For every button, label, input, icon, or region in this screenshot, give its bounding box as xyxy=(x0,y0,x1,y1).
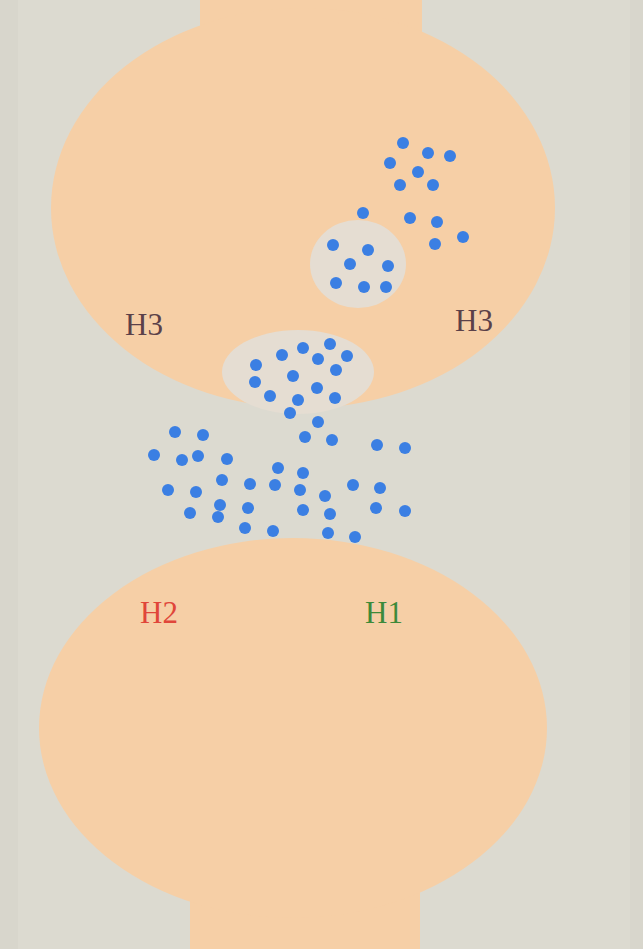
histamine-dot xyxy=(431,216,443,228)
histamine-dot xyxy=(244,478,256,490)
histamine-dot xyxy=(192,450,204,462)
vesicle xyxy=(310,220,406,308)
histamine-dot xyxy=(176,454,188,466)
histamine-dot xyxy=(330,277,342,289)
histamine-dot xyxy=(370,502,382,514)
histamine-dot xyxy=(297,342,309,354)
histamine-dot xyxy=(344,258,356,270)
histamine-dot xyxy=(322,527,334,539)
histamine-dot xyxy=(272,462,284,474)
presynaptic-terminal xyxy=(51,0,555,408)
histamine-dot xyxy=(311,382,323,394)
histamine-dot xyxy=(397,137,409,149)
histamine-dot xyxy=(399,505,411,517)
histamine-dot xyxy=(341,350,353,362)
histamine-dot xyxy=(357,207,369,219)
histamine-dot xyxy=(427,179,439,191)
receptor-label: H2 xyxy=(140,597,178,628)
receptor-label: H1 xyxy=(365,597,403,628)
histamine-dot xyxy=(349,531,361,543)
histamine-dot xyxy=(299,431,311,443)
histamine-dot xyxy=(324,508,336,520)
histamine-dot xyxy=(358,281,370,293)
histamine-dot xyxy=(429,238,441,250)
histamine-dot xyxy=(184,507,196,519)
histamine-dot xyxy=(216,474,228,486)
histamine-dot xyxy=(269,479,281,491)
panel xyxy=(18,0,630,949)
histamine-molecules xyxy=(148,137,469,543)
histamine-dot xyxy=(239,522,251,534)
histamine-dot xyxy=(312,353,324,365)
histamine-dot xyxy=(214,499,226,511)
histamine-dot xyxy=(221,453,233,465)
histamine-dot xyxy=(457,231,469,243)
histamine-dot xyxy=(264,390,276,402)
histamine-dot xyxy=(250,359,262,371)
histamine-dot xyxy=(384,157,396,169)
histamine-dot xyxy=(312,416,324,428)
histamine-dot xyxy=(162,484,174,496)
histamine-dot xyxy=(242,502,254,514)
histamine-dot xyxy=(190,486,202,498)
vesicle xyxy=(222,330,374,414)
histamine-dot xyxy=(297,504,309,516)
histamine-dot xyxy=(399,442,411,454)
histamine-dot xyxy=(444,150,456,162)
histamine-dot xyxy=(347,479,359,491)
histamine-dot xyxy=(297,467,309,479)
histamine-dot xyxy=(394,179,406,191)
postsynaptic-cell xyxy=(39,538,547,949)
histamine-dot xyxy=(324,338,336,350)
histamine-dot xyxy=(404,212,416,224)
histamine-dot xyxy=(294,484,306,496)
histamine-dot xyxy=(382,260,394,272)
histamine-dot xyxy=(412,166,424,178)
receptor-label: H3 xyxy=(455,305,493,336)
histamine-dot xyxy=(374,482,386,494)
histamine-dot xyxy=(422,147,434,159)
histamine-dot xyxy=(330,364,342,376)
histamine-dot xyxy=(371,439,383,451)
histamine-dot xyxy=(249,376,261,388)
histamine-dot xyxy=(148,449,160,461)
histamine-dot xyxy=(276,349,288,361)
receptor-label: H3 xyxy=(125,309,163,340)
histamine-dot xyxy=(267,525,279,537)
histamine-dot xyxy=(197,429,209,441)
histamine-dot xyxy=(327,239,339,251)
histamine-dot xyxy=(380,281,392,293)
histamine-dot xyxy=(319,490,331,502)
histamine-dot xyxy=(284,407,296,419)
histamine-dot xyxy=(169,426,181,438)
histamine-dot xyxy=(212,511,224,523)
histamine-dot xyxy=(326,434,338,446)
histamine-dot xyxy=(292,394,304,406)
histamine-dot xyxy=(287,370,299,382)
histamine-dot xyxy=(362,244,374,256)
histamine-dot xyxy=(329,392,341,404)
